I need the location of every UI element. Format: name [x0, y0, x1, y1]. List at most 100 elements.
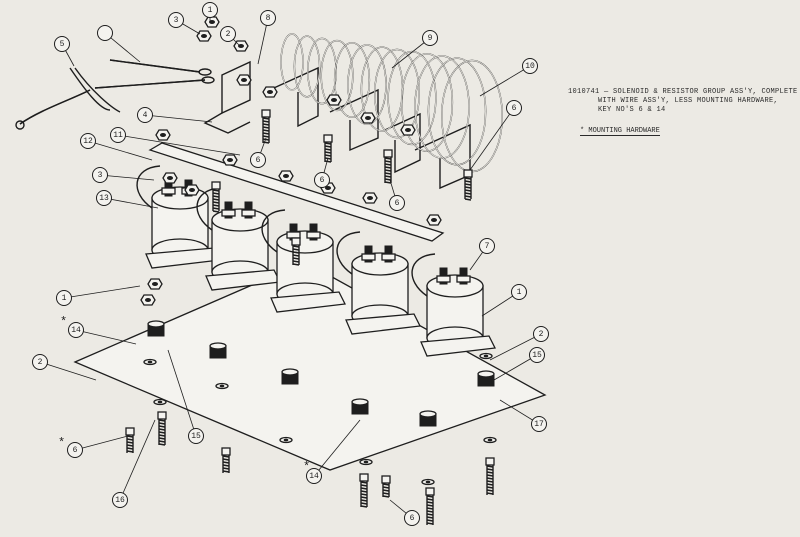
nut-12: [222, 154, 238, 166]
callout-13: 13: [96, 190, 159, 209]
callout-8: 8: [257, 10, 276, 65]
legend-line-3: KEY NO'S 6 & 14: [598, 106, 666, 114]
bolt-6: [291, 237, 301, 266]
svg-text:6: 6: [512, 104, 517, 113]
callout-6: 6: [389, 179, 405, 211]
asterisk-mark-3: *: [303, 460, 310, 474]
mounting-hardware: [125, 16, 497, 525]
callout-11: 11: [110, 127, 241, 156]
callout-group: 132891054666611123137112151415217616146*…: [32, 2, 549, 526]
legend-part-number: 1010741: [568, 88, 600, 96]
nut-6: [326, 94, 342, 106]
svg-text:3: 3: [98, 171, 103, 180]
svg-text:14: 14: [71, 326, 81, 335]
svg-text:1: 1: [208, 6, 213, 15]
svg-text:3: 3: [174, 16, 179, 25]
bolt-2: [383, 149, 393, 184]
bolt-12: [425, 487, 435, 525]
callout-undefined: [97, 25, 141, 63]
nut-11: [184, 184, 200, 196]
bolt-3: [463, 169, 473, 201]
svg-text:13: 13: [99, 194, 109, 203]
legend-note: 1010741 — SOLENOID & RESISTOR GROUP ASS'…: [568, 88, 797, 115]
callout-6: 6: [250, 137, 267, 168]
nut-2: [196, 30, 212, 42]
asterisk-mark-1: *: [60, 315, 67, 329]
callout-17: 17: [499, 399, 547, 432]
bolt-9: [221, 447, 231, 473]
callout-5: 5: [54, 36, 75, 67]
legend-footnote: * MOUNTING HARDWARE: [580, 127, 660, 136]
svg-text:10: 10: [525, 62, 535, 71]
nut-16: [426, 214, 442, 226]
washer-5: [421, 478, 435, 486]
solenoid-1: [136, 165, 221, 269]
rubber-spacer-5: [419, 410, 437, 427]
bolt-13: [485, 457, 495, 495]
nut-10: [162, 172, 178, 184]
svg-text:9: 9: [428, 34, 433, 43]
svg-text:17: 17: [534, 420, 544, 429]
solenoid-4: [336, 231, 421, 335]
svg-text:16: 16: [115, 496, 125, 505]
svg-text:11: 11: [113, 131, 123, 140]
svg-text:15: 15: [532, 351, 542, 360]
washer-8: [479, 352, 493, 360]
nut-4: [236, 74, 252, 86]
legend-line-1: — SOLENOID & RESISTOR GROUP ASS'Y, COMPL…: [604, 88, 798, 96]
svg-text:6: 6: [395, 199, 400, 208]
svg-text:6: 6: [410, 514, 415, 523]
callout-7: 7: [469, 238, 495, 271]
washer-7: [143, 358, 157, 366]
nut-5: [262, 86, 278, 98]
solenoid-group: [136, 165, 496, 357]
svg-text:15: 15: [191, 432, 201, 441]
svg-text:2: 2: [226, 30, 231, 39]
nut-18: [147, 278, 163, 290]
svg-text:14: 14: [309, 472, 319, 481]
svg-text:2: 2: [38, 358, 43, 367]
solenoid-5: [411, 253, 496, 357]
svg-text:6: 6: [320, 176, 325, 185]
svg-text:6: 6: [73, 446, 78, 455]
solenoid-3: [261, 209, 346, 313]
bus-bar: [148, 142, 445, 242]
rubber-spacer-6: [477, 370, 495, 387]
svg-text:2: 2: [539, 330, 544, 339]
callout-3: 3: [92, 167, 155, 183]
wire-assembly: [15, 59, 215, 130]
nut-13: [278, 170, 294, 182]
callout-6: 6: [314, 157, 330, 188]
svg-text:5: 5: [60, 40, 65, 49]
callout-14: 14: [306, 419, 361, 484]
callout-12: 12: [80, 133, 153, 161]
rubber-spacer-2: [209, 342, 227, 359]
svg-text:4: 4: [143, 111, 148, 120]
nut-7: [360, 112, 376, 124]
callout-1: 1: [481, 284, 527, 317]
legend-line-2: WITH WIRE ASS'Y, LESS MOUNTING HARDWARE,: [598, 97, 779, 105]
washer-1: [153, 398, 167, 406]
callout-3: 3: [168, 12, 201, 35]
bolt-7: [125, 427, 135, 453]
bolt-4: [323, 134, 333, 163]
rubber-spacer-3: [281, 368, 299, 385]
callout-15: 15: [493, 347, 545, 381]
callout-2: 2: [220, 26, 241, 47]
washer-6: [483, 436, 497, 444]
svg-text:6: 6: [256, 156, 261, 165]
callout-1: 1: [56, 285, 141, 306]
nut-15: [362, 192, 378, 204]
callout-6: 6: [67, 435, 129, 458]
nut-8: [400, 124, 416, 136]
nut-17: [140, 294, 156, 306]
svg-text:1: 1: [517, 288, 522, 297]
svg-text:1: 1: [62, 294, 67, 303]
callout-6: 6: [469, 100, 522, 171]
washer-3: [279, 436, 293, 444]
callout-1: 1: [202, 2, 218, 22]
svg-text:8: 8: [266, 14, 271, 23]
callout-15: 15: [167, 349, 204, 444]
callout-4: 4: [137, 107, 213, 123]
